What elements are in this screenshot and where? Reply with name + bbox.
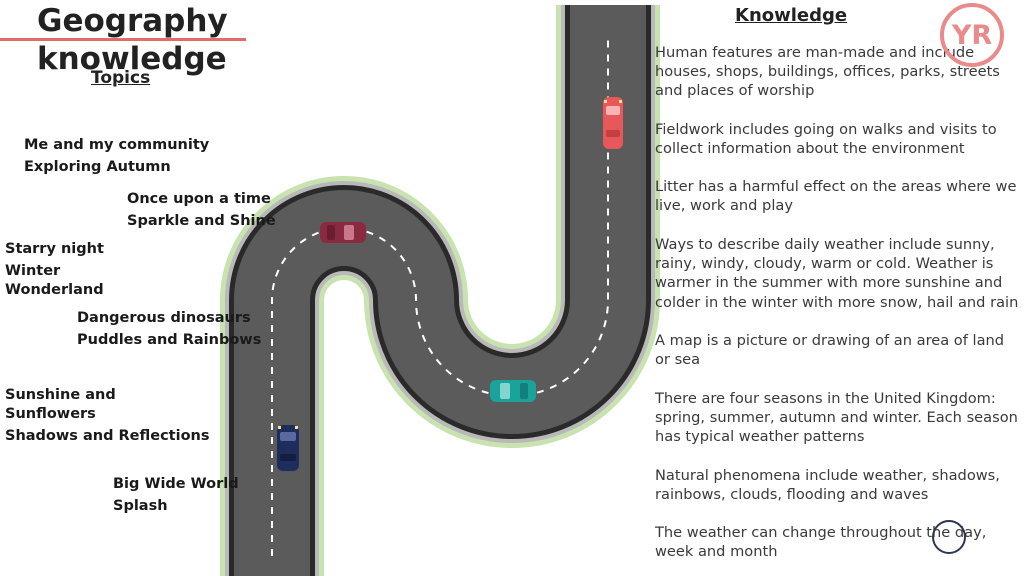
topic-item: Shadows and Reflections: [5, 428, 210, 444]
topic-item: Exploring Autumn: [24, 159, 171, 175]
topic-item: Puddles and Rainbows: [77, 332, 262, 348]
topic-item: Splash: [113, 498, 168, 514]
topic-item: Starry night: [5, 241, 104, 257]
red-car-icon: [603, 97, 623, 149]
knowledge-item: Ways to describe daily weather include s…: [655, 236, 1019, 311]
topic-item: Once upon a time: [127, 191, 271, 207]
teal-car-icon: [490, 380, 536, 402]
navigation-circle-icon[interactable]: [932, 520, 966, 554]
page-title: Geography knowledge: [37, 3, 228, 77]
topics-heading: Topics: [91, 68, 151, 88]
topic-item: Winter Wonderland: [5, 263, 104, 298]
knowledge-item: Fieldwork includes going on walks and vi…: [655, 121, 997, 158]
navy-car-icon: [277, 425, 299, 471]
topic-item: Dangerous dinosaurs: [77, 310, 251, 326]
topic-item: Sparkle and Shine: [127, 213, 276, 229]
knowledge-item: Human features are man-made and include …: [655, 44, 1000, 100]
knowledge-item: Litter has a harmful effect on the areas…: [655, 178, 1017, 215]
maroon-car-icon: [320, 222, 366, 243]
topic-item: Me and my community: [24, 137, 210, 153]
knowledge-item: The weather can change throughout the da…: [655, 524, 987, 561]
topic-item: Sunshine and Sunflowers: [5, 387, 116, 422]
topic-item: Big Wide World: [113, 476, 239, 492]
knowledge-heading: Knowledge: [735, 5, 848, 26]
yr-logo: YR: [940, 3, 1004, 67]
title-underline: [0, 38, 246, 41]
knowledge-item: A map is a picture or drawing of an area…: [655, 332, 1005, 369]
knowledge-item: There are four seasons in the United Kin…: [655, 390, 1018, 446]
knowledge-item: Natural phenomena include weather, shado…: [655, 467, 1000, 504]
